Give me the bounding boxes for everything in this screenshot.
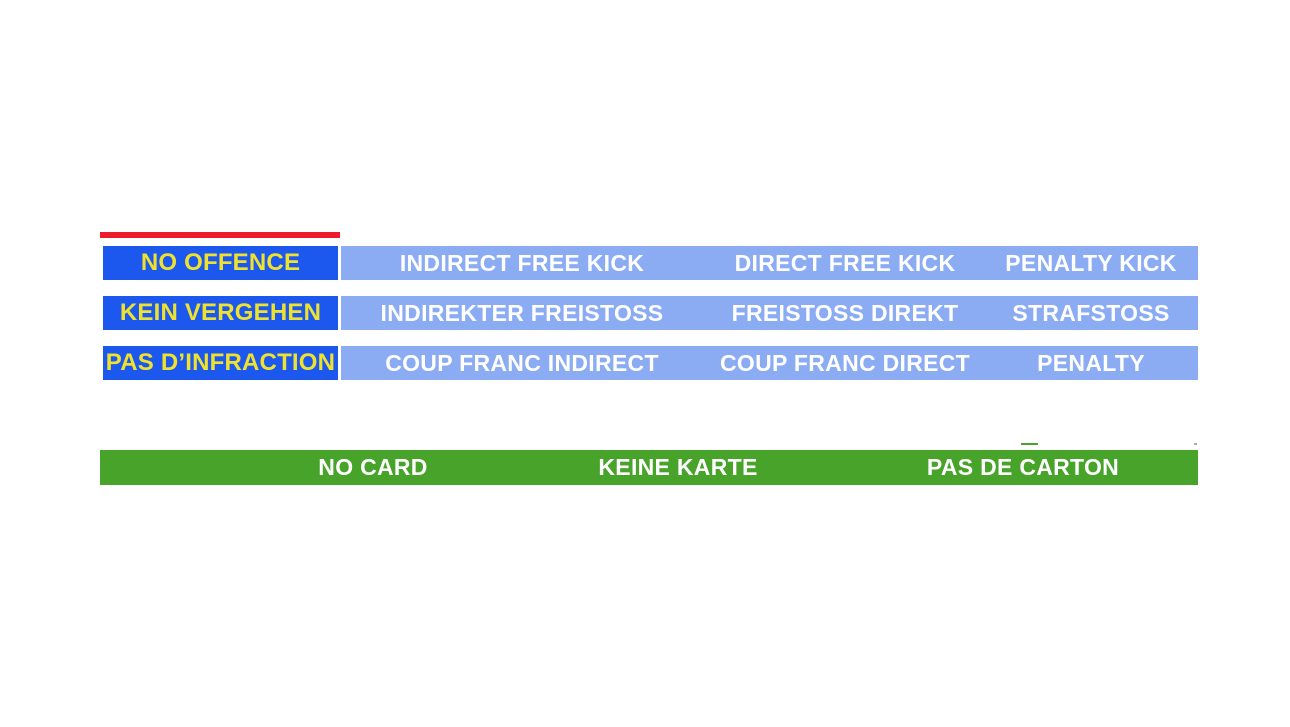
term-keine-karte: KEINE KARTE [598, 454, 758, 480]
row-label-text: PAS D’INFRACTION [105, 349, 336, 376]
term-penalty: PENALTY [1037, 350, 1145, 376]
term-pas-de-carton: PAS DE CARTON [926, 454, 1120, 480]
term-strafstoss: STRAFSTOSS [1012, 300, 1170, 326]
term-indirect-free-kick: INDIRECT FREE KICK [399, 250, 645, 276]
row-bar-french: COUP FRANC INDIRECT COUP FRANC DIRECT PE… [341, 346, 1198, 380]
partial-box-edge [1021, 443, 1038, 445]
selected-row-indicator [100, 232, 340, 238]
row-bar-english: INDIRECT FREE KICK DIRECT FREE KICK PENA… [341, 246, 1198, 280]
partial-box-corner [1194, 443, 1197, 445]
no-card-bar: NO CARD KEINE KARTE PAS DE CARTON [100, 450, 1198, 485]
row-label-pas-d-infraction: PAS D’INFRACTION [103, 346, 338, 380]
term-direct-free-kick: DIRECT FREE KICK [734, 250, 956, 276]
row-label-text: NO OFFENCE [140, 249, 301, 276]
term-freistoss-direkt: FREISTOSS DIREKT [731, 300, 959, 326]
term-coup-franc-direct: COUP FRANC DIRECT [719, 350, 971, 376]
row-label-text: KEIN VERGEHEN [119, 299, 322, 326]
row-label-kein-vergehen: KEIN VERGEHEN [103, 296, 338, 330]
row-bar-german: INDIREKTER FREISTOSS FREISTOSS DIREKT ST… [341, 296, 1198, 330]
row-label-no-offence: NO OFFENCE [103, 246, 338, 280]
term-penalty-kick: PENALTY KICK [1005, 250, 1177, 276]
term-no-card: NO CARD [318, 454, 428, 480]
term-indirekter-freistoss: INDIREKTER FREISTOSS [380, 300, 664, 326]
term-coup-franc-indirect: COUP FRANC INDIRECT [385, 350, 659, 376]
